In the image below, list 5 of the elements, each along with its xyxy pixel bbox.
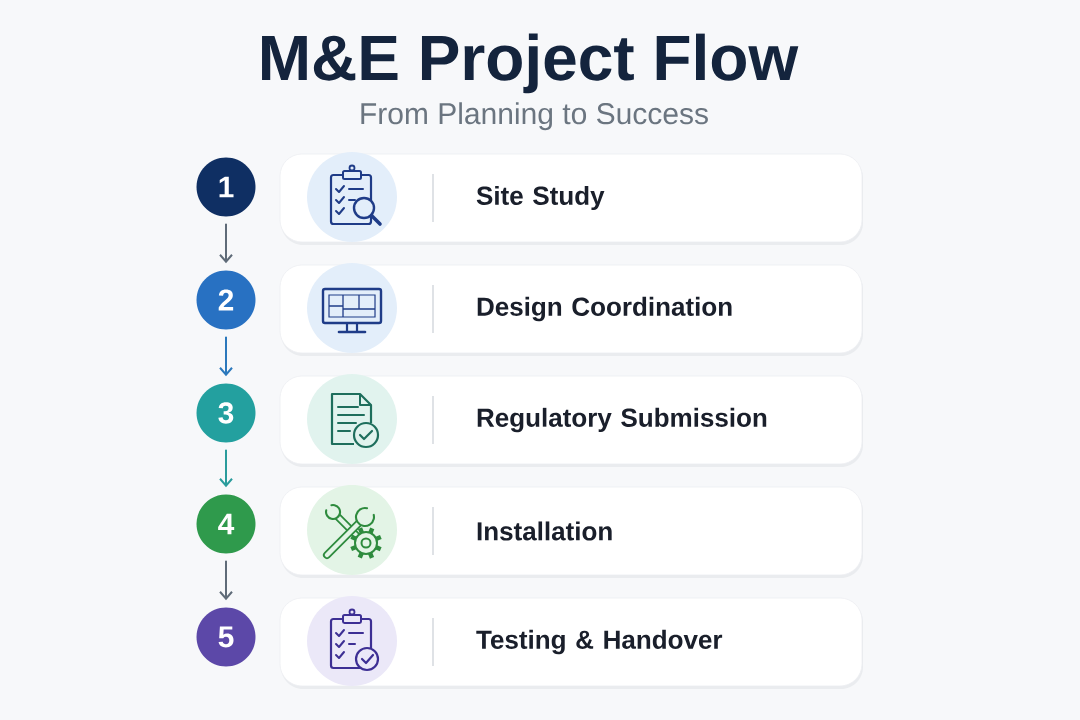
- arrow: [219, 222, 233, 264]
- title: M&E Project Flow: [262, 33, 799, 94]
- arrow: [219, 559, 233, 601]
- arrow: [219, 335, 233, 377]
- arrow: [219, 448, 233, 488]
